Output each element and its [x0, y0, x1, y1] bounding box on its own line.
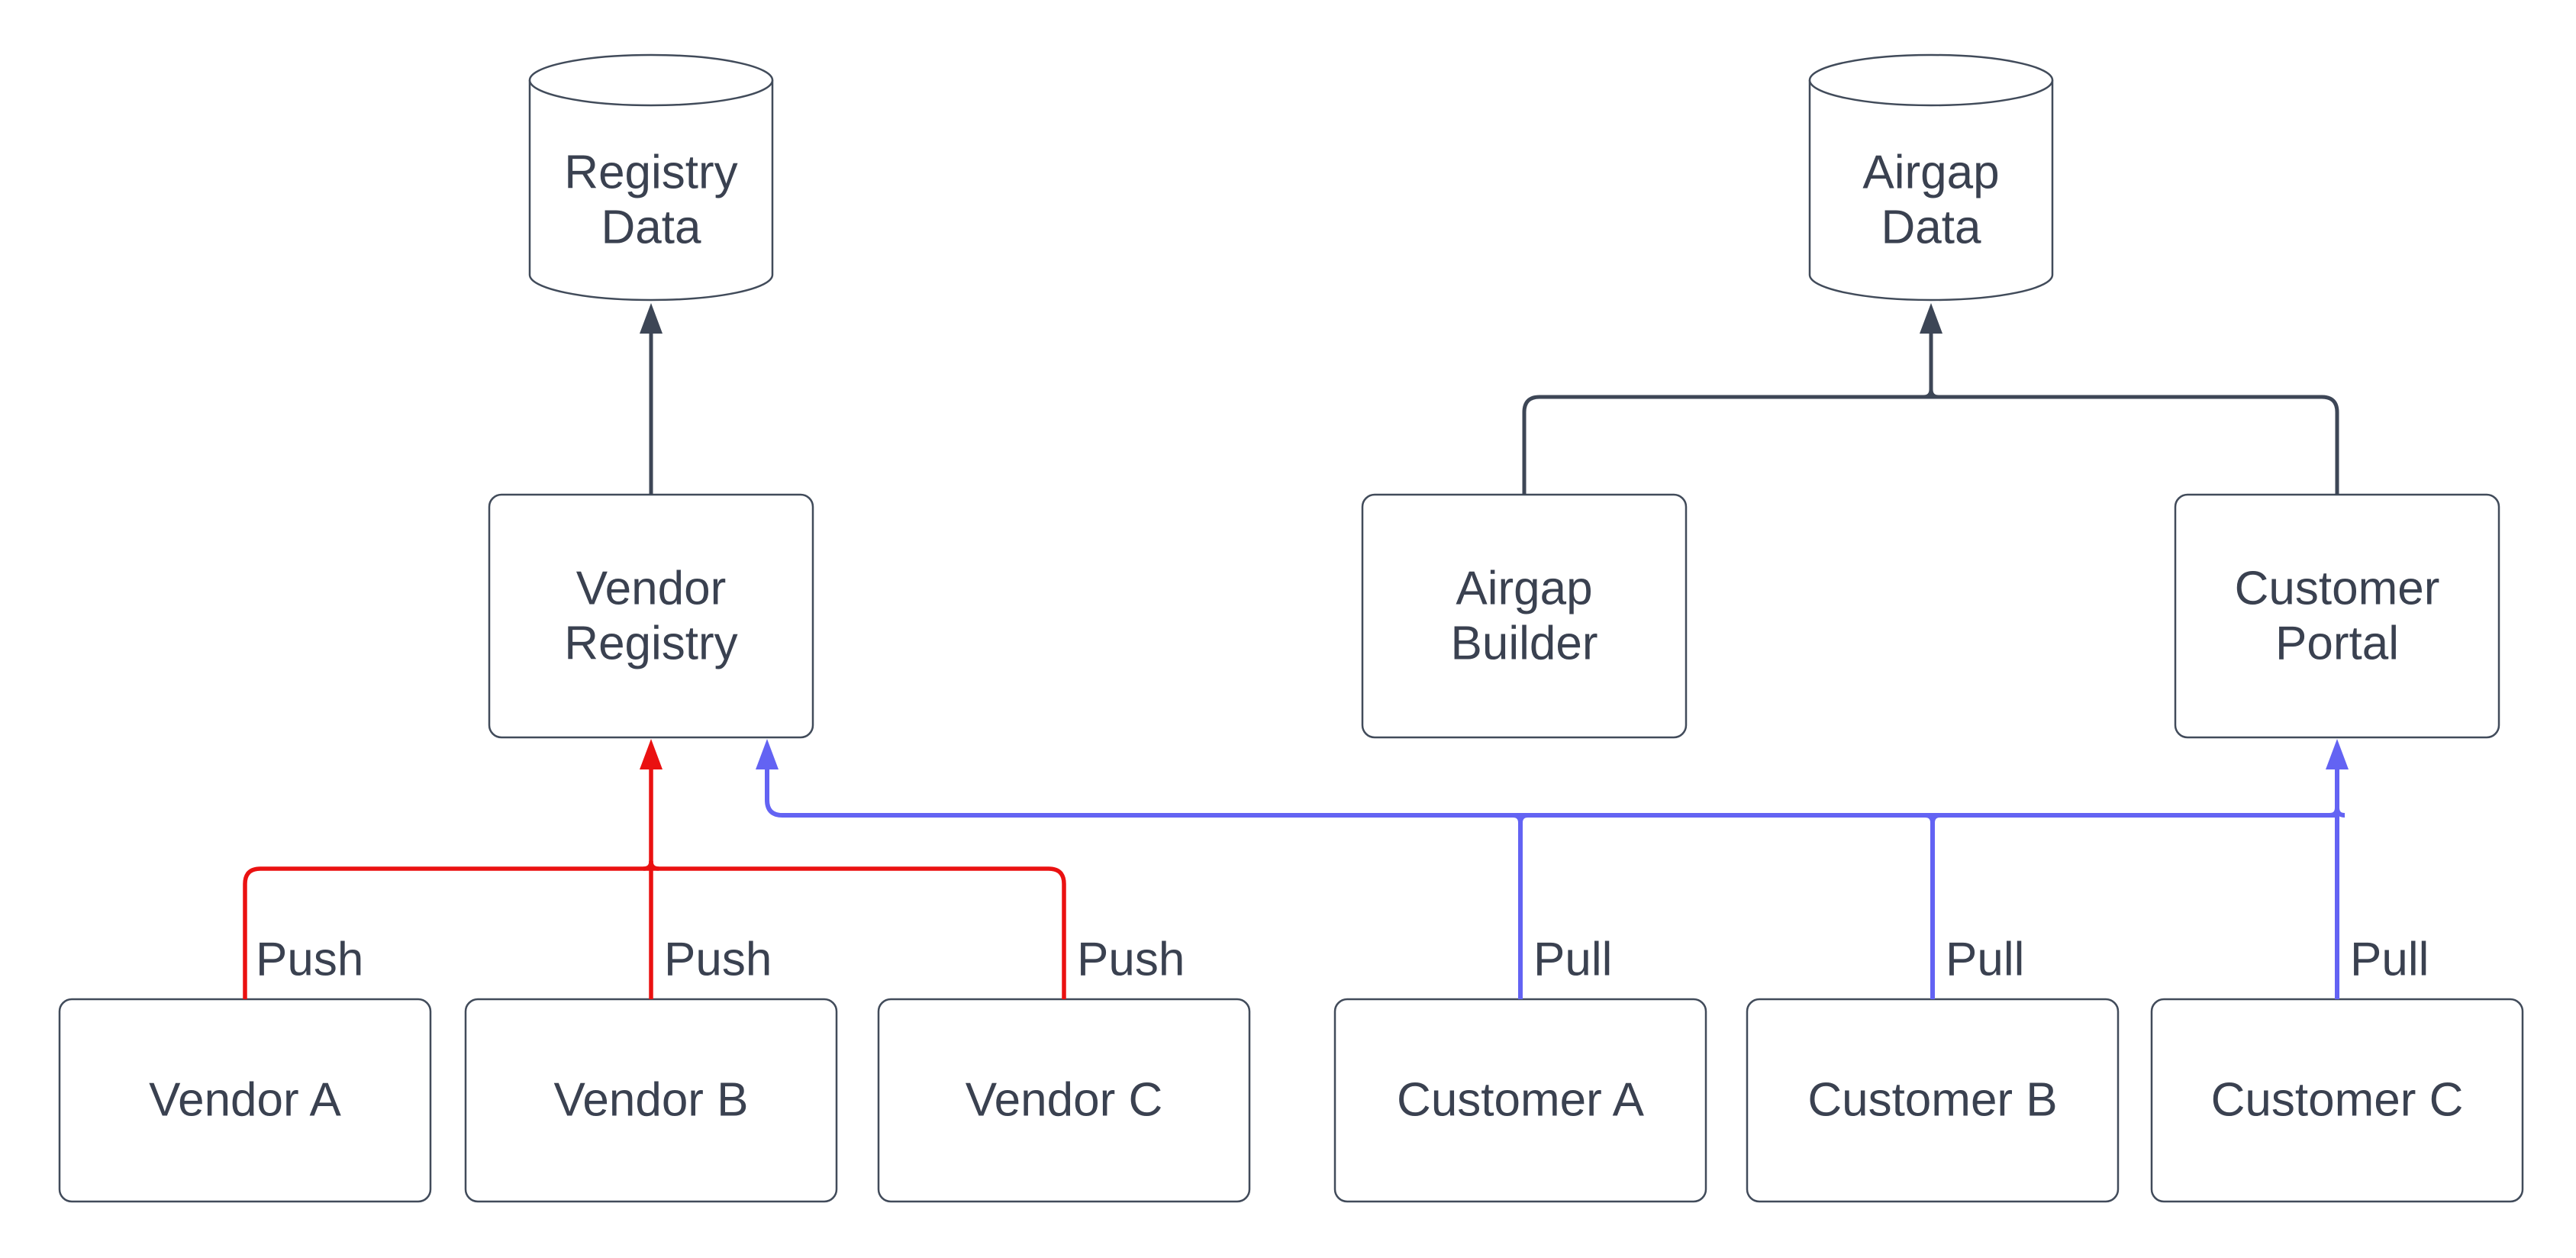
- arrowhead-vendor-registry-to-registry-data: [640, 303, 663, 334]
- arrowhead-airgap-stem: [1920, 303, 1942, 334]
- node-box-customer-portal: [2174, 493, 2500, 739]
- node-label-vendor-a: Vendor A: [149, 1074, 341, 1127]
- node-box-airgap-builder: [1361, 493, 1688, 739]
- connector-vendor-registry-to-registry-data: [640, 303, 663, 495]
- node-label-vendor-c: Vendor C: [966, 1074, 1163, 1127]
- junction-fillet: [2335, 807, 2345, 818]
- junction-fillet: [649, 860, 659, 871]
- node-customer-b: Customer B: [1746, 998, 2120, 1203]
- node-vendor-b: Vendor B: [464, 998, 838, 1203]
- junction-fillet: [1518, 813, 1529, 824]
- node-vendor-a: Vendor A: [58, 998, 432, 1203]
- cylinder-body-airgap-data: [1808, 80, 2054, 302]
- arrowhead-pull-riser-customer-c: [2326, 739, 2349, 769]
- connector-airgap-stem: [1920, 303, 1942, 399]
- node-label-customer-a: Customer A: [1397, 1074, 1645, 1127]
- connector-pull-riser-customer-b: [1924, 813, 1941, 999]
- node-label-customer-b: Customer B: [1807, 1074, 2057, 1127]
- node-label-vendor-b: Vendor B: [553, 1074, 748, 1127]
- edge-label-push-label-a: Push: [256, 934, 363, 986]
- node-box-vendor-registry: [488, 493, 814, 739]
- connector-line-pull-trunk: [765, 769, 2337, 818]
- edge-label-pull-label-a: Pull: [1533, 934, 1612, 986]
- junction-fillet: [1929, 389, 1939, 399]
- node-customer-a: Customer A: [1333, 998, 1707, 1203]
- edge-label-push-label-b: Push: [664, 934, 772, 986]
- arrowhead-pull-trunk: [756, 739, 779, 769]
- cylinder-top-airgap-data: [1808, 53, 2054, 107]
- connector-pull-trunk: [756, 739, 2337, 818]
- node-vendor-c: Vendor C: [877, 998, 1251, 1203]
- node-label-customer-c: Customer C: [2211, 1074, 2464, 1127]
- edge-label-push-label-c: Push: [1077, 934, 1185, 986]
- connector-pull-riser-customer-c: [2326, 739, 2349, 999]
- connector-pull-riser-customer-a: [1512, 813, 1529, 999]
- connector-line-airgap-branch: [1522, 395, 2339, 495]
- edge-label-pull-label-c: Pull: [2350, 934, 2429, 986]
- node-customer-c: Customer C: [2150, 998, 2524, 1203]
- cylinder-body-registry-data: [528, 80, 774, 302]
- connector-airgap-branch: [1522, 395, 2339, 495]
- connector-push-riser: [640, 739, 663, 999]
- arrowhead-push-riser: [640, 739, 663, 769]
- edge-label-pull-label-b: Pull: [1946, 934, 2024, 986]
- junction-fillet: [1930, 813, 1941, 824]
- cylinder-top-registry-data: [528, 53, 774, 107]
